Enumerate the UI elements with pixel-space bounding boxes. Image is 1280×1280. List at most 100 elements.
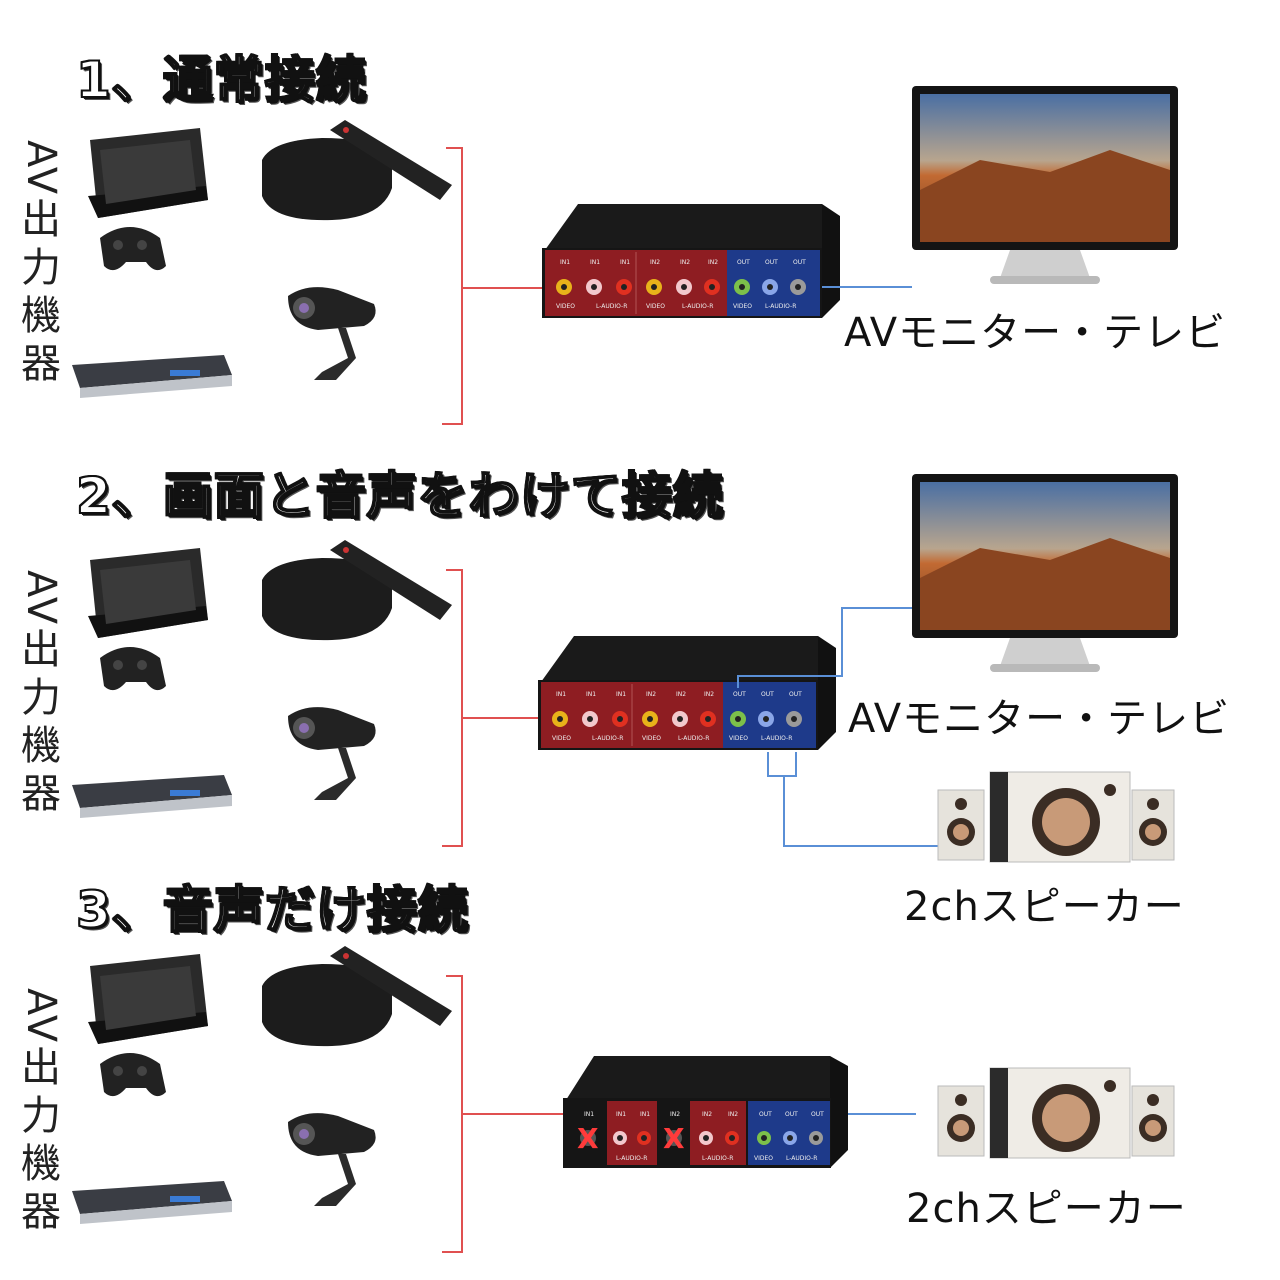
cross-mark-icon: X (577, 1122, 599, 1155)
av-switch-icon: IN1 IN1 IN1 IN2 IN2 IN2 OUT OUT OUT VIDE… (542, 204, 840, 318)
port-label: IN1 (640, 1111, 650, 1118)
port-label: L-AUDIO-R (592, 735, 623, 742)
cross-mark-icon: X (663, 1122, 685, 1155)
monitor-label-2: AVモニター・テレビ (848, 696, 1231, 742)
port-label: OUT (761, 691, 774, 698)
sources-label-latin: AV (18, 570, 64, 627)
sources-label-char: 出 (21, 197, 61, 244)
port-label: OUT (789, 691, 802, 698)
dvd-player-icon (72, 355, 232, 398)
port-label: OUT (765, 259, 778, 266)
monitor-label-1: AVモニター・テレビ (844, 310, 1227, 356)
sources-label-char: 機 (21, 1141, 61, 1188)
gamepad-icon (100, 227, 166, 271)
port-label: L-AUDIO-R (682, 303, 713, 310)
sources-label-char: 器 (21, 341, 61, 388)
port-label: IN1 (620, 259, 630, 266)
speaker-icon (937, 771, 1175, 863)
port-label: IN2 (676, 691, 686, 698)
game-console-icon (88, 128, 208, 218)
port-label: IN2 (650, 259, 660, 266)
port-label: IN1 (616, 1111, 626, 1118)
sources-label-latin: AV (18, 140, 64, 197)
section-1-heading: 1、通常接続 (75, 50, 367, 110)
sources-label-char: 器 (21, 771, 61, 818)
tv-box-icon (262, 964, 392, 1047)
camera-icon (288, 287, 376, 380)
sources-label-char: 出 (21, 627, 61, 674)
speaker-icon (937, 1067, 1175, 1159)
port-label: VIDEO (552, 735, 571, 742)
camera-icon (288, 707, 376, 800)
port-label: IN1 (560, 259, 570, 266)
port-label: L-AUDIO-R (786, 1155, 817, 1162)
port-label: IN1 (584, 1111, 594, 1118)
sources-label-char: 機 (21, 293, 61, 340)
port-label: L-AUDIO-R (678, 735, 709, 742)
port-label: IN1 (556, 691, 566, 698)
port-label: VIDEO (646, 303, 665, 310)
sources-label-char: 器 (21, 1189, 61, 1236)
monitor-icon (912, 86, 1178, 284)
port-label: L-AUDIO-R (765, 303, 796, 310)
remote-icon (330, 946, 452, 1026)
speaker-label-2: 2chスピーカー (904, 884, 1185, 930)
port-label: OUT (737, 259, 750, 266)
tv-box-icon (262, 558, 392, 641)
dvd-player-icon (72, 775, 232, 818)
port-label: IN2 (704, 691, 714, 698)
bracket-2 (442, 569, 463, 847)
av-switch-icon: IN1 IN1 IN1 IN2 IN2 IN2 OUT OUT OUT VIDE… (538, 636, 836, 750)
port-label: IN2 (708, 259, 718, 266)
sources-label-3: AV 出 力 機 器 (18, 988, 64, 1240)
section-3-heading: 3、音声だけ接続 (75, 880, 469, 940)
port-label: IN1 (586, 691, 596, 698)
sources-label-2: AV 出 力 機 器 (18, 570, 64, 822)
sources-label-char: 力 (21, 675, 61, 722)
speaker-label-3: 2chスピーカー (906, 1186, 1187, 1232)
port-label: IN2 (670, 1111, 680, 1118)
port-label: OUT (793, 259, 806, 266)
sources-label-char: 機 (21, 723, 61, 770)
dvd-player-icon (72, 1181, 232, 1224)
port-label: L-AUDIO-R (596, 303, 627, 310)
audio-output-line (767, 752, 940, 847)
remote-icon (330, 120, 452, 200)
port-label: VIDEO (729, 735, 748, 742)
port-label: VIDEO (733, 303, 752, 310)
port-label: IN2 (728, 1111, 738, 1118)
port-label: OUT (811, 1111, 824, 1118)
gamepad-icon (100, 1053, 166, 1097)
remote-icon (330, 540, 452, 620)
camera-icon (288, 1113, 376, 1206)
port-label: OUT (759, 1111, 772, 1118)
port-label: IN2 (702, 1111, 712, 1118)
port-label: IN2 (646, 691, 656, 698)
sources-label-char: 力 (21, 1093, 61, 1140)
monitor-icon (912, 474, 1178, 672)
section-2-heading: 2、画面と音声をわけて接続 (75, 466, 724, 526)
bracket-1 (442, 147, 463, 425)
av-switch-icon: X X IN1 IN1 IN1 IN2 IN2 IN2 OUT OUT OUT … (563, 1056, 848, 1168)
port-label: OUT (785, 1111, 798, 1118)
port-label: VIDEO (754, 1155, 773, 1162)
port-label: L-AUDIO-R (616, 1155, 647, 1162)
sources-label-char: 出 (21, 1045, 61, 1092)
port-label: IN1 (590, 259, 600, 266)
tv-box-icon (262, 138, 392, 221)
port-label: OUT (733, 691, 746, 698)
port-label: IN2 (680, 259, 690, 266)
video-output-line (737, 607, 912, 688)
port-label: VIDEO (642, 735, 661, 742)
port-label: VIDEO (556, 303, 575, 310)
port-label: L-AUDIO-R (702, 1155, 733, 1162)
game-console-icon (88, 548, 208, 638)
sources-label-char: 力 (21, 245, 61, 292)
game-console-icon (88, 954, 208, 1044)
sources-label-latin: AV (18, 988, 64, 1045)
sources-label-1: AV 出 力 機 器 (18, 140, 64, 392)
port-label: IN1 (616, 691, 626, 698)
gamepad-icon (100, 647, 166, 691)
